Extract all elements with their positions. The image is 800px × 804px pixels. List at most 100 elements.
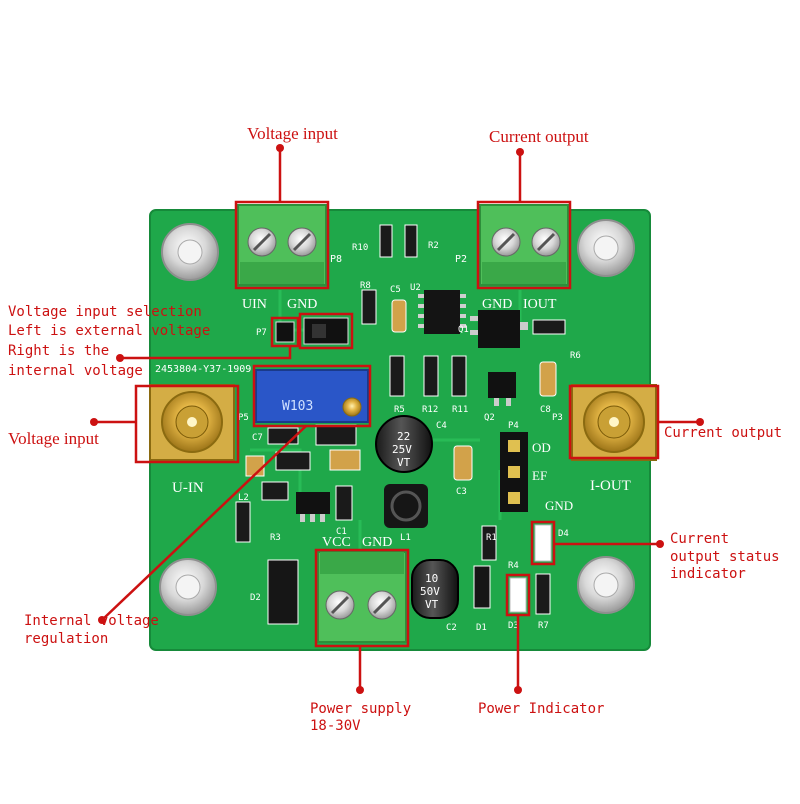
header-ref-p4: P4: [508, 421, 519, 431]
resistor-r1: [481, 525, 497, 561]
ref-c4: C4: [436, 421, 447, 431]
ref-r4: R4: [508, 561, 519, 571]
annotation-current-status-line-2: output status: [670, 549, 780, 565]
cap-small-mark-2: 50V: [420, 585, 440, 598]
ref-u2: U2: [410, 283, 421, 293]
power-label-gnd: GND: [362, 535, 392, 550]
ref-r7: R7: [538, 621, 549, 631]
highlight-box-power-terminal: [314, 548, 410, 648]
ref-r10: R10: [352, 243, 368, 253]
resistor-group-top: [361, 224, 418, 325]
sma-left-label: U-IN: [172, 480, 204, 496]
terminal-right-label-iout: IOUT: [523, 297, 557, 312]
annotation-internal-regulation-line-1: Internal voltage: [24, 613, 159, 629]
terminal-right-ref: P2: [455, 254, 467, 265]
annotation-power-supply-line-1: Power supply: [310, 701, 412, 717]
header-label-od: OD: [532, 440, 551, 455]
capacitor-c3: [453, 445, 473, 481]
ref-q1: Q1: [458, 325, 469, 335]
highlight-box-voltage-input-terminal: [234, 200, 330, 290]
terminal-block-current-output: [479, 204, 569, 286]
led-d4-current-status: [534, 524, 552, 562]
ref-c5: C5: [390, 285, 401, 295]
mounting-hole-top-left: [161, 223, 219, 281]
ref-c7: C7: [252, 433, 263, 443]
potentiometer-w103: [255, 369, 369, 423]
annotation-overlays: [94, 148, 700, 690]
inductor-l1: [384, 484, 428, 528]
annotation-current-status-line-3: indicator: [670, 566, 746, 582]
ref-c2: C2: [446, 623, 457, 633]
leader-selection: [120, 346, 292, 360]
sma-connector-left: [149, 384, 235, 461]
annotation-power-supply-line-2: 18-30V: [310, 718, 361, 734]
ref-d1: D1: [476, 623, 487, 633]
annotation-current-status-line-1: Current: [670, 531, 730, 547]
highlight-box-current-output-terminal: [476, 200, 572, 290]
ref-r3: R3: [270, 533, 281, 543]
diode-d1: [473, 565, 491, 609]
resistor-small-left: [275, 451, 311, 471]
highlight-box-selection-jumper: [270, 316, 300, 348]
ref-r8: R8: [360, 281, 371, 291]
pin-header-p4: [500, 432, 528, 512]
resistor-r6-area: [532, 319, 566, 335]
annotation-selection-line-4: internal voltage: [8, 363, 143, 379]
sma-right-ref: P3: [552, 413, 563, 423]
annotation-current-output-right: Current output: [664, 425, 783, 441]
ref-r6: R6: [570, 351, 581, 361]
cap-big-mark-1: 22: [397, 430, 410, 443]
resistor-group-middle: [389, 355, 467, 397]
leader-endpoints: [90, 144, 704, 694]
ref-d3: D3: [508, 621, 519, 631]
annotation-selection-line-1: Voltage input selection: [8, 304, 202, 320]
capacitor-c1: [335, 485, 353, 521]
resistor-small-mid: [315, 424, 357, 446]
capacitor-c8: [539, 361, 557, 397]
sma-left-ref: P5: [238, 413, 249, 423]
regulator-u1: [296, 492, 330, 522]
ref-r5: R5: [394, 405, 405, 415]
sma-connector-right: [571, 384, 657, 461]
electrolytic-capacitor-22uf: [375, 415, 433, 473]
mounting-hole-top-right: [577, 219, 635, 277]
electrolytic-capacitor-10uf: [411, 559, 459, 619]
terminal-left-label-uin: UIN: [242, 297, 267, 312]
ref-r1: R1: [486, 533, 497, 543]
capacitor-c7: [267, 427, 299, 445]
ref-l1: L1: [400, 533, 411, 543]
sma-right-label: I-OUT: [590, 478, 631, 494]
terminal-left-label-gnd: GND: [287, 297, 317, 312]
capacitor-small-mid: [329, 449, 361, 471]
inductor-l2: [235, 501, 251, 543]
power-label-vcc: VCC: [322, 535, 351, 550]
mounting-hole-bottom-right: [577, 556, 635, 614]
mounting-hole-bottom-left: [159, 558, 217, 616]
ref-l2: L2: [238, 493, 249, 503]
cap-big-mark-2: 25V: [392, 443, 412, 456]
header-label-gnd: GND: [545, 498, 573, 513]
transistor-q2: [488, 372, 516, 406]
highlight-box-voltage-input-sma: [134, 384, 240, 464]
part-left-of-regulator: [261, 481, 289, 501]
terminal-right-label-gnd: GND: [482, 297, 512, 312]
led-d3-power-indicator: [509, 577, 527, 613]
annotation-selection-line-2: Left is external voltage: [8, 323, 211, 339]
terminal-block-voltage-input: [237, 204, 327, 286]
ref-r11: R11: [452, 405, 468, 415]
annotation-voltage-input-left: Voltage input: [8, 429, 99, 448]
ref-r2: R2: [428, 241, 439, 251]
highlight-box-selection-jumper-right: [298, 312, 354, 350]
diode-d2: [267, 559, 299, 625]
terminal-block-power: [317, 551, 407, 643]
annotation-power-indicator: Power Indicator: [478, 701, 605, 717]
jumper-selector: [275, 317, 349, 345]
ref-d4: D4: [558, 529, 569, 539]
header-label-ef: EF: [532, 468, 547, 483]
terminal-left-ref: P8: [330, 254, 342, 265]
pot-marking: W103: [282, 399, 313, 414]
transistor-q1: [470, 310, 528, 348]
ic-u2: [418, 290, 466, 334]
silk-part-number: 2453804-Y37-1909: [155, 364, 251, 375]
